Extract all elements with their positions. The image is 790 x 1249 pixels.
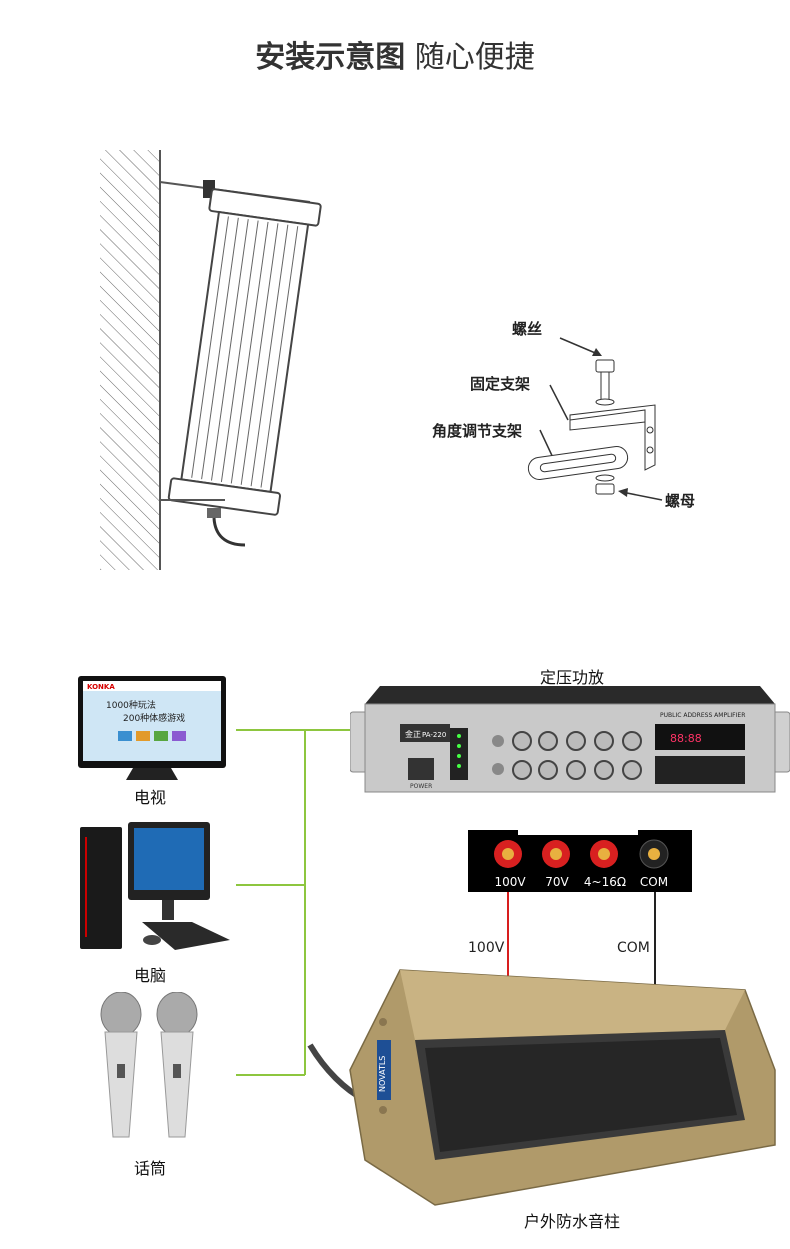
outdoor-speaker-image: NOVATLS — [307, 969, 776, 1206]
tv-line2: 200种体感游戏 — [123, 712, 185, 724]
amp-model: PA-220 — [422, 731, 446, 739]
terminal-label-com: COM — [640, 875, 668, 889]
label-screw: 螺丝 — [512, 320, 543, 338]
terminal-4-16ohm — [590, 840, 618, 868]
amp-brand: 金正 — [405, 729, 421, 739]
terminal-label-100v: 100V — [494, 875, 526, 889]
computer-image — [80, 822, 230, 950]
label-outdoor-speaker: 户外防水音柱 — [524, 1212, 621, 1231]
microphones-image — [100, 992, 198, 1138]
title-bold: 安装示意图 — [255, 40, 406, 75]
label-fixed-bracket: 固定支架 — [470, 375, 531, 393]
bracket-detail — [527, 337, 663, 501]
title-normal: 随心便捷 — [414, 40, 535, 75]
column-speaker — [167, 188, 322, 516]
wire-label-100v: 100V — [468, 940, 505, 956]
nut — [595, 483, 615, 495]
terminal-label-4-16ohm: 4~16Ω — [584, 875, 626, 889]
terminal-com — [639, 839, 669, 869]
label-computer: 电脑 — [134, 966, 167, 985]
tv-brand: KONKA — [87, 683, 115, 691]
label-microphone: 话筒 — [134, 1159, 167, 1178]
tv-line1: 1000种玩法 — [106, 699, 156, 711]
speaker-cable — [212, 517, 246, 547]
amp-top-label: PUBLIC ADDRESS AMPLIFIER — [660, 712, 745, 719]
wall-mount-illustration — [100, 150, 322, 570]
amp-power-label: POWER — [410, 783, 432, 790]
amp-display: 88:88 — [670, 732, 702, 745]
wall — [100, 150, 160, 570]
terminal-block: 100V 70V 4~16Ω COM — [468, 830, 692, 892]
label-amplifier: 定压功放 — [540, 668, 605, 687]
wire-label-com: COM — [617, 940, 650, 956]
amplifier-image: 金正 PA-220 POWER PUBLIC ADDRESS AMPLIFIER… — [350, 686, 790, 793]
terminal-70v — [542, 840, 570, 868]
microphone-2 — [156, 992, 198, 1138]
page-title: 安装示意图 随心便捷 — [0, 32, 790, 76]
label-nut: 螺母 — [665, 492, 696, 510]
label-tv: 电视 — [134, 788, 167, 807]
label-angle-bracket: 角度调节支架 — [432, 422, 523, 440]
tv-image: KONKA 1000种玩法 200种体感游戏 — [78, 676, 226, 780]
terminal-label-70v: 70V — [545, 875, 569, 889]
speaker-brand: NOVATLS — [378, 1056, 387, 1092]
terminal-100v — [494, 840, 522, 868]
microphone-1 — [100, 992, 142, 1138]
